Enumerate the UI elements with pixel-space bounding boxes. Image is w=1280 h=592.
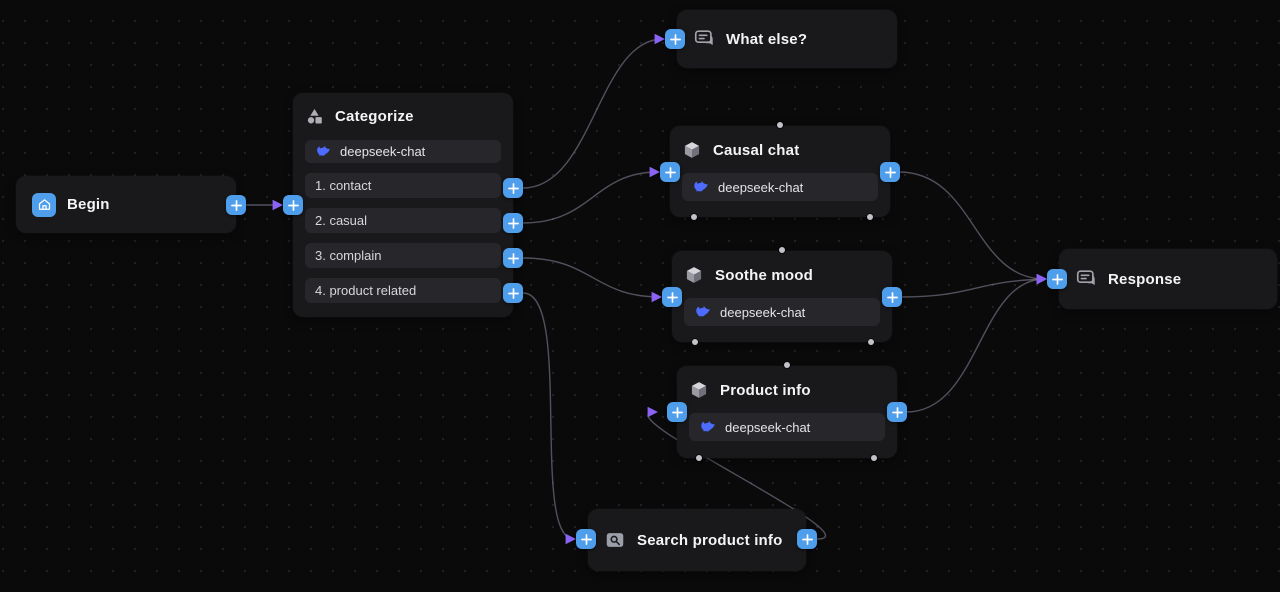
begin-output-handle-button[interactable] bbox=[226, 195, 246, 215]
plus-icon bbox=[1051, 273, 1063, 285]
plus-icon bbox=[580, 533, 592, 545]
causal-chat-bottom-left-port[interactable] bbox=[691, 214, 697, 220]
deepseek-whale-icon bbox=[696, 305, 710, 317]
categorize-contact-output-handle-button[interactable] bbox=[503, 178, 523, 198]
node-title: What else? bbox=[726, 30, 808, 48]
product-info-bottom-right-port[interactable] bbox=[871, 455, 877, 461]
model-pill[interactable]: deepseek-chat bbox=[682, 173, 878, 201]
node-search-product-info[interactable]: Search product info bbox=[588, 509, 806, 571]
what-else-input-handle-button[interactable] bbox=[665, 29, 685, 49]
categorize-product-related-output-handle-button[interactable] bbox=[503, 283, 523, 303]
deepseek-whale-icon bbox=[694, 180, 708, 192]
node-title: Causal chat bbox=[713, 141, 800, 159]
product-info-top-port[interactable] bbox=[784, 362, 790, 368]
plus-icon bbox=[507, 287, 519, 299]
plus-icon bbox=[801, 533, 813, 545]
causal-chat-top-port[interactable] bbox=[777, 122, 783, 128]
plus-icon bbox=[886, 291, 898, 303]
node-response[interactable]: Response bbox=[1059, 249, 1277, 309]
model-pill[interactable]: deepseek-chat bbox=[305, 140, 501, 163]
edge-causalchat-response bbox=[898, 171, 1048, 285]
product-info-output-handle-button[interactable] bbox=[887, 402, 907, 422]
model-name: deepseek-chat bbox=[720, 304, 806, 320]
cube-icon bbox=[691, 382, 707, 398]
cube-icon bbox=[684, 142, 700, 158]
soothe-mood-bottom-left-port[interactable] bbox=[692, 339, 698, 345]
product-info-bottom-left-port[interactable] bbox=[696, 455, 702, 461]
plus-icon bbox=[891, 406, 903, 418]
edge-soothemood-response bbox=[900, 273, 1048, 298]
edge-productinfo-response bbox=[905, 273, 1048, 413]
categorize-complain-output-handle-button[interactable] bbox=[503, 248, 523, 268]
deepseek-whale-icon bbox=[317, 145, 330, 156]
retrieval-search-icon bbox=[606, 533, 624, 547]
plus-icon bbox=[666, 291, 678, 303]
search-product-info-output-handle-button[interactable] bbox=[797, 529, 817, 549]
plus-icon bbox=[664, 166, 676, 178]
soothe-mood-bottom-right-port[interactable] bbox=[868, 339, 874, 345]
categorize-input-handle-button[interactable] bbox=[283, 195, 303, 215]
categorize-icon bbox=[307, 108, 322, 124]
node-title: Soothe mood bbox=[715, 266, 814, 284]
soothe-mood-input-handle-button[interactable] bbox=[662, 287, 682, 307]
model-name: deepseek-chat bbox=[718, 179, 804, 195]
response-input-handle-button[interactable] bbox=[1047, 269, 1067, 289]
node-soothe-mood[interactable]: Soothe mood deepseek-chat bbox=[672, 251, 892, 342]
cube-icon bbox=[686, 267, 702, 283]
plus-icon bbox=[507, 217, 519, 229]
deepseek-whale-icon bbox=[701, 420, 715, 432]
node-title: Categorize bbox=[335, 108, 414, 125]
search-product-info-input-handle-button[interactable] bbox=[576, 529, 596, 549]
edge-casual-causalchat bbox=[522, 166, 661, 224]
edge-complain-soothemood bbox=[522, 257, 663, 303]
model-pill[interactable]: deepseek-chat bbox=[684, 298, 880, 326]
edge-contact-whatelse bbox=[522, 33, 666, 189]
model-pill[interactable]: deepseek-chat bbox=[689, 413, 885, 441]
model-name: deepseek-chat bbox=[725, 419, 811, 435]
plus-icon bbox=[884, 166, 896, 178]
model-name: deepseek-chat bbox=[340, 144, 426, 159]
soothe-mood-output-handle-button[interactable] bbox=[882, 287, 902, 307]
plus-icon bbox=[669, 33, 681, 45]
plus-icon bbox=[230, 199, 242, 211]
causal-chat-bottom-right-port[interactable] bbox=[867, 214, 873, 220]
node-causal-chat[interactable]: Causal chat deepseek-chat bbox=[670, 126, 890, 217]
category-item-contact[interactable]: 1. contact bbox=[305, 173, 501, 198]
edge-productrelated-search bbox=[522, 292, 577, 545]
categorize-casual-output-handle-button[interactable] bbox=[503, 213, 523, 233]
node-what-else[interactable]: What else? bbox=[677, 10, 897, 68]
node-title: Search product info bbox=[637, 531, 783, 549]
node-product-info[interactable]: Product info deepseek-chat bbox=[677, 366, 897, 458]
causal-chat-output-handle-button[interactable] bbox=[880, 162, 900, 182]
category-item-product-related[interactable]: 4. product related bbox=[305, 278, 501, 303]
causal-chat-input-handle-button[interactable] bbox=[660, 162, 680, 182]
category-item-casual[interactable]: 2. casual bbox=[305, 208, 501, 233]
plus-icon bbox=[507, 182, 519, 194]
plus-icon bbox=[507, 252, 519, 264]
plus-icon bbox=[671, 406, 683, 418]
chat-bubbles-icon bbox=[694, 30, 713, 45]
category-item-complain[interactable]: 3. complain bbox=[305, 243, 501, 268]
node-categorize[interactable]: Categorize deepseek-chat 1. contact 2. c… bbox=[293, 93, 513, 317]
soothe-mood-top-port[interactable] bbox=[779, 247, 785, 253]
plus-icon bbox=[287, 199, 299, 211]
product-info-input-handle-button[interactable] bbox=[667, 402, 687, 422]
chat-bubbles-icon bbox=[1076, 270, 1095, 285]
node-title: Begin bbox=[67, 196, 110, 213]
home-icon bbox=[32, 192, 56, 217]
node-begin[interactable]: Begin bbox=[16, 176, 236, 233]
node-title: Product info bbox=[720, 381, 811, 399]
node-title: Response bbox=[1108, 270, 1182, 288]
